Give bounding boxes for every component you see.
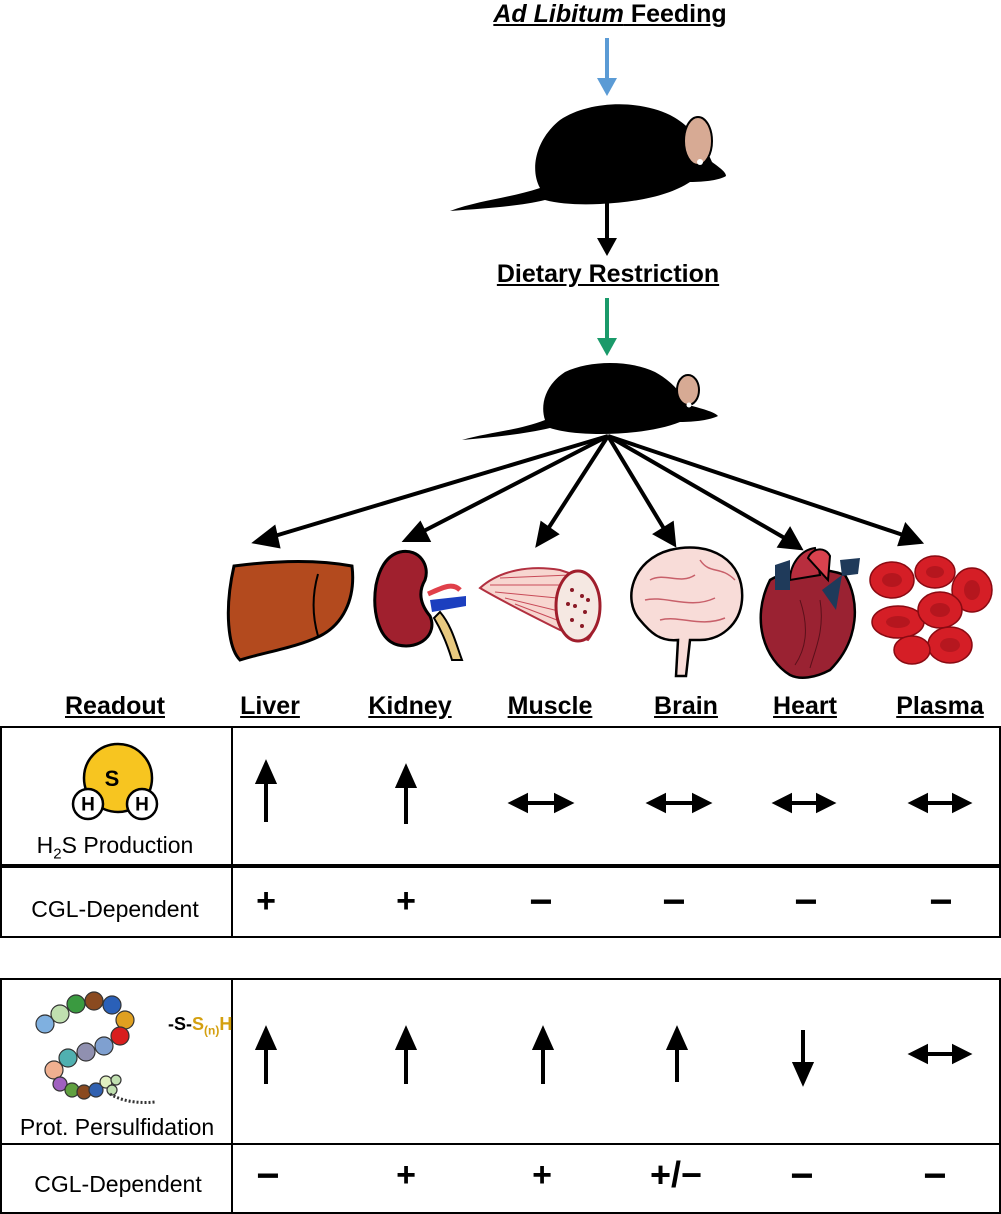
- h2s-kidney-up-arrow: [394, 763, 418, 824]
- persulf-cgl-brain: +/−: [649, 1154, 703, 1195]
- persulfidation-table: [0, 978, 1001, 1214]
- readout-header: Readout: [65, 692, 165, 720]
- persulfidation-chem-label: -S-S(n)H: [168, 1014, 233, 1038]
- organ-label-muscle: Muscle: [507, 692, 593, 720]
- organ-label-plasma: Plasma: [896, 692, 984, 720]
- h2s-cgl-brain: −: [662, 880, 686, 924]
- organ-label-liver: Liver: [240, 692, 300, 720]
- h2s-cgl-heart: −: [794, 880, 818, 924]
- cgl-dependent-label-2: CGL-Dependent: [34, 1171, 202, 1197]
- h2s-brain-none-arrow: [645, 792, 713, 814]
- h2s-heart-none-arrow: [771, 792, 837, 814]
- h2s-cgl-plasma: −: [929, 880, 953, 924]
- h2s-muscle-none-arrow: [507, 792, 575, 814]
- h2s-cgl-muscle: −: [529, 880, 553, 924]
- h2s-cgl-kidney: +: [396, 882, 416, 920]
- persulf-kidney-up-arrow: [394, 1025, 418, 1084]
- organ-label-brain: Brain: [654, 692, 718, 720]
- h2s-molecule-h-right: H: [135, 794, 149, 816]
- dietary-restriction-title: Dietary Restriction: [496, 260, 720, 288]
- persulf-plasma-none-arrow: [907, 1043, 973, 1065]
- h2s-molecule-s: S: [104, 766, 120, 791]
- h2s-table: [0, 726, 1001, 938]
- persulf-cgl-heart: −: [790, 1154, 814, 1198]
- h2s-liver-up-arrow: [254, 759, 278, 822]
- persulf-cgl-liver: −: [256, 1154, 280, 1198]
- persulf-cgl-kidney: +: [396, 1156, 416, 1194]
- persulfidation-label: Prot. Persulfidation: [19, 1114, 215, 1140]
- persulf-cgl-plasma: −: [923, 1154, 947, 1198]
- h2s-production-label: H2S Production: [36, 832, 194, 863]
- ad-libitum-title: Ad Libitum Feeding: [493, 0, 727, 28]
- persulf-brain-up-arrow: [665, 1025, 689, 1082]
- h2s-plasma-none-arrow: [907, 792, 973, 814]
- organ-label-kidney: Kidney: [368, 692, 452, 720]
- persulf-heart-down-arrow: [791, 1030, 815, 1087]
- cgl-dependent-label-1: CGL-Dependent: [31, 896, 199, 922]
- organ-label-heart: Heart: [773, 692, 837, 720]
- persulf-muscle-up-arrow: [531, 1025, 555, 1084]
- h2s-cgl-liver: +: [256, 882, 276, 920]
- persulf-liver-up-arrow: [254, 1025, 278, 1084]
- h2s-molecule-h-left: H: [81, 794, 95, 816]
- persulf-cgl-muscle: +: [532, 1156, 552, 1194]
